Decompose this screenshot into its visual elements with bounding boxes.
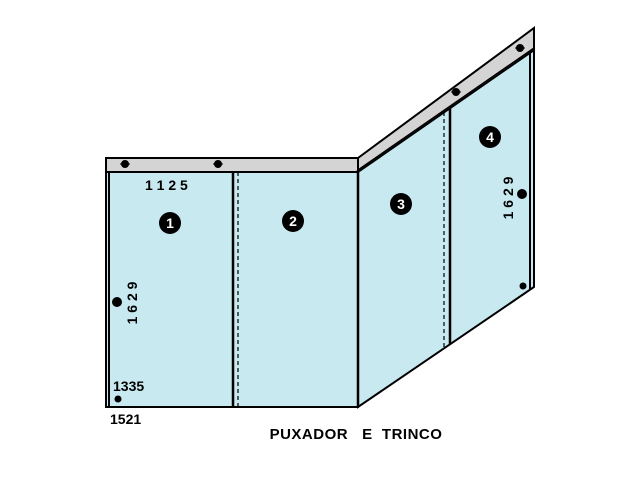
panel-badge-2: 2 [282,210,304,232]
right-height-label: 1 6 2 9 [500,176,516,219]
screw-right-middle [451,88,461,96]
left-height-label: 1 6 2 9 [124,281,140,324]
screw-front-left [120,160,130,168]
panel-badge-4: 4 [479,126,501,148]
caption-handle-and-latch: PUXADOR E TRINCO [269,426,443,443]
panel-number-2: 2 [289,213,297,229]
latch-dot-right-bottom [519,282,527,290]
top-width-label: 1 1 2 5 [145,177,188,193]
handle-dot-right [517,189,527,199]
screw-right-end [515,44,525,52]
panel-number-4: 4 [486,129,494,145]
panel-number-1: 1 [166,215,174,231]
screw-front-middle [213,160,223,168]
panel-badge-1: 1 [159,212,181,234]
handle-dot-left [112,297,122,307]
panel-badge-3: 3 [390,193,412,215]
front-top-rail [105,157,359,173]
inner-height-label: 1335 [113,378,144,394]
latch-dot-left-bottom [114,395,122,403]
right-top-rail-edge [357,47,535,171]
bottom-width-label: 1521 [110,411,141,427]
panel-number-3: 3 [397,196,405,212]
